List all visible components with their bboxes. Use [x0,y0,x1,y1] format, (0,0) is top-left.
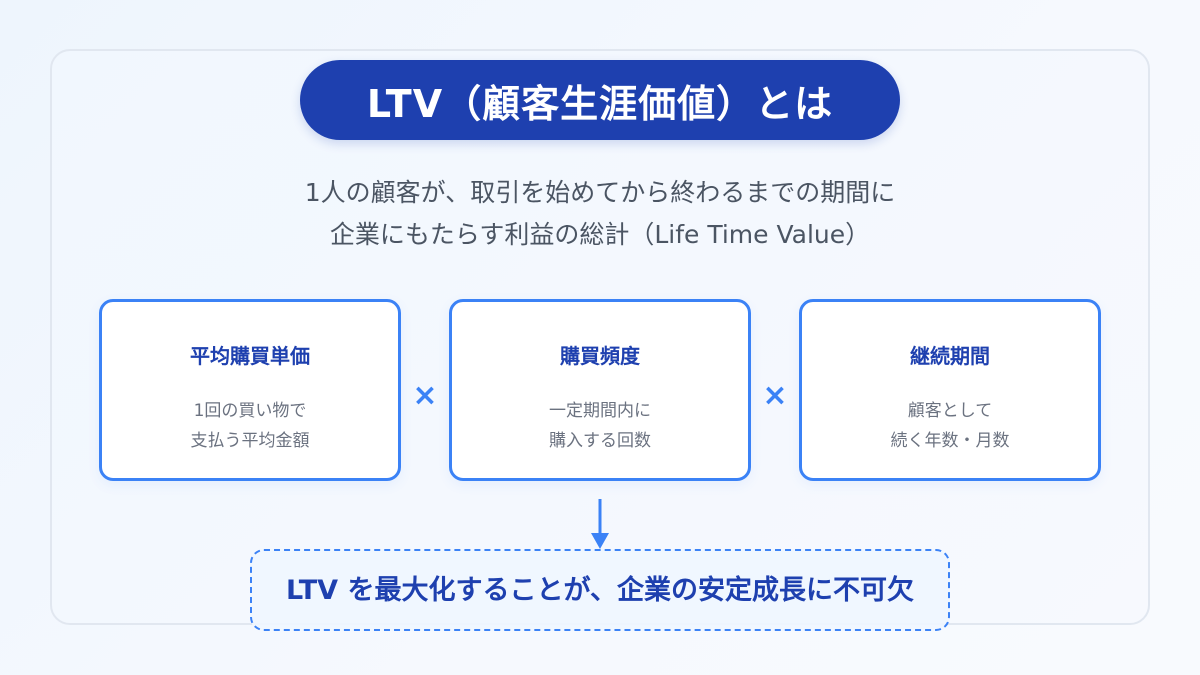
factor-description: 顧客として 続く年数・月数 [802,396,1098,456]
arrow-down-icon [591,499,609,549]
factor-description-line-2: 購入する回数 [549,431,651,451]
factor-description: 1回の買い物で 支払う平均金額 [102,396,398,456]
factor-title: 継続期間 [910,344,990,368]
conclusion-box [250,549,950,631]
factor-card-average-purchase-price: 平均購買単価 1回の買い物で 支払う平均金額 [99,299,401,481]
factor-description-line-2: 支払う平均金額 [190,431,310,451]
multiply-icon: × [762,377,788,413]
description: 1人の顧客が、取引を始めてから終わるまでの期間に 企業にもたらす利益の総計（Li… [150,172,1050,256]
factor-description-line-1: 顧客として [907,401,993,421]
factor-description-line-2: 続く年数・月数 [890,431,1010,451]
factor-title: 平均購買単価 [190,344,310,368]
description-line-2: 企業にもたらす利益の総計（Life Time Value） [329,220,871,249]
conclusion-text: LTV を最大化することが、企業の安定成長に不可欠 [286,575,914,606]
title-pill: LTV（顧客生涯価値）とは [300,60,900,140]
description-line-1: 1人の顧客が、取引を始めてから終わるまでの期間に [304,178,896,207]
multiply-icon: × [412,377,438,413]
factor-card-purchase-frequency: 購買頻度 一定期間内に 購入する回数 [449,299,751,481]
page-title: LTV（顧客生涯価値）とは [366,81,834,126]
factor-description-line-1: 1回の買い物で [193,401,307,421]
factor-card-retention-period: 継続期間 顧客として 続く年数・月数 [799,299,1101,481]
factor-description-line-1: 一定期間内に [549,401,651,421]
factor-title: 購買頻度 [560,344,640,368]
factor-description: 一定期間内に 購入する回数 [452,396,748,456]
